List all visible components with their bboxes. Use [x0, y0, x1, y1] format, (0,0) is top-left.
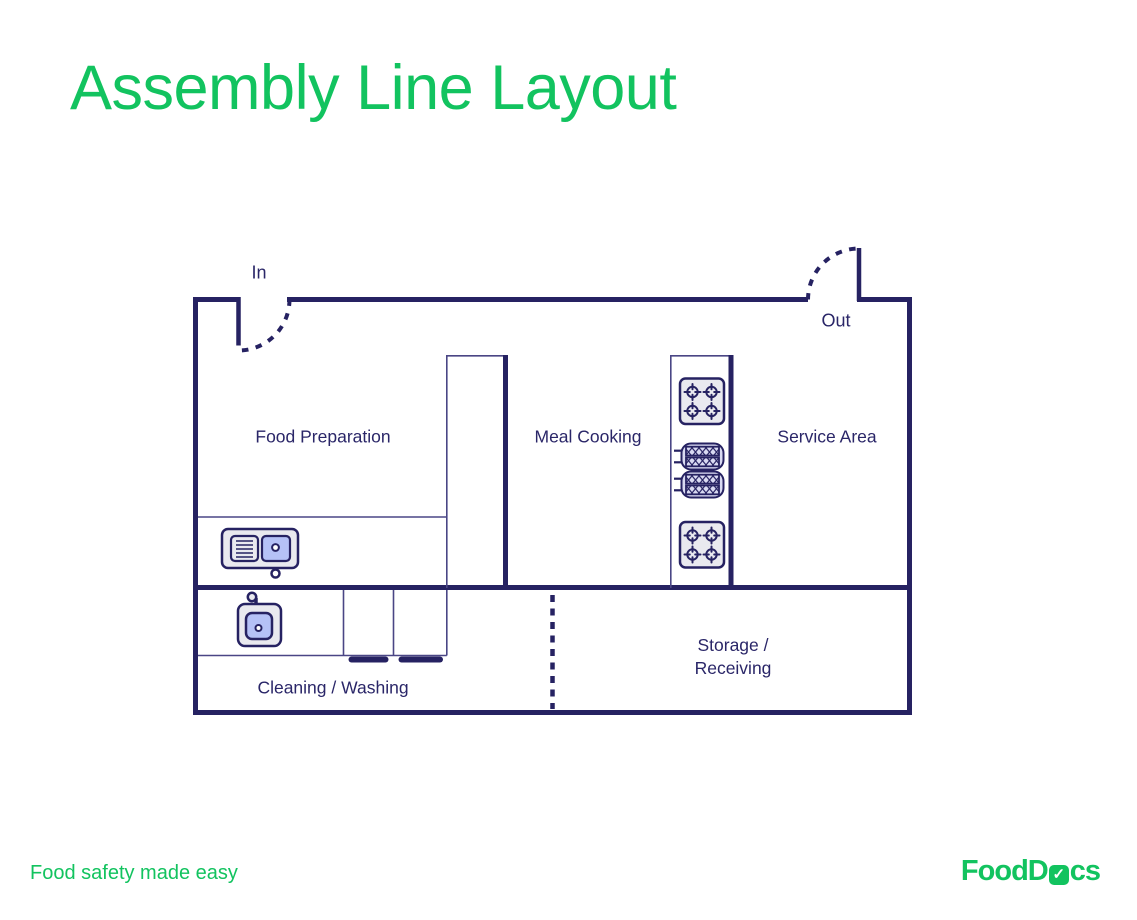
logo-checkbox-icon: ✓ — [1048, 864, 1069, 885]
storage-label-line2: Receiving — [694, 658, 772, 678]
door-in-swing-arc — [238, 299, 292, 353]
check-icon: ✓ — [1052, 866, 1066, 883]
logo-text-right: cs — [1069, 855, 1101, 887]
door-out-swing-arc — [806, 246, 860, 300]
door-in — [236, 297, 292, 353]
grill-icon — [672, 442, 725, 471]
partition-cooking-equipment-counter — [670, 355, 734, 590]
storage-label-line1: Storage / — [697, 635, 769, 655]
dishwasher-handle — [348, 656, 389, 663]
wash-sink-icon — [236, 591, 283, 648]
dishwasher-handle — [398, 656, 443, 663]
room-label-service-area: Service Area — [777, 426, 877, 447]
room-label-meal-cooking: Meal Cooking — [534, 426, 642, 447]
room-label-cleaning-washing: Cleaning / Washing — [257, 677, 409, 698]
page-title: Assembly Line Layout — [70, 53, 677, 123]
door-label-out: Out — [821, 310, 851, 331]
footer-tagline: Food safety made easy — [30, 862, 238, 884]
room-label-food-preparation: Food Preparation — [255, 426, 391, 447]
partition-food-prep-meal-cooking — [446, 355, 508, 590]
room-label-storage-receiving: Storage / Receiving — [695, 634, 772, 680]
door-label-in: In — [251, 262, 267, 283]
dish-machines — [342, 590, 448, 663]
gas-stove-icon — [680, 379, 724, 425]
logo-text-left: FoodD — [960, 855, 1049, 887]
door-out — [806, 246, 862, 301]
grill-icon — [672, 470, 725, 499]
prep-sink-unit-icon — [220, 527, 300, 579]
outer-walls — [193, 297, 912, 715]
gas-stove-icon — [680, 522, 724, 568]
fooddocs-logo: FoodD✓cs — [960, 855, 1101, 888]
